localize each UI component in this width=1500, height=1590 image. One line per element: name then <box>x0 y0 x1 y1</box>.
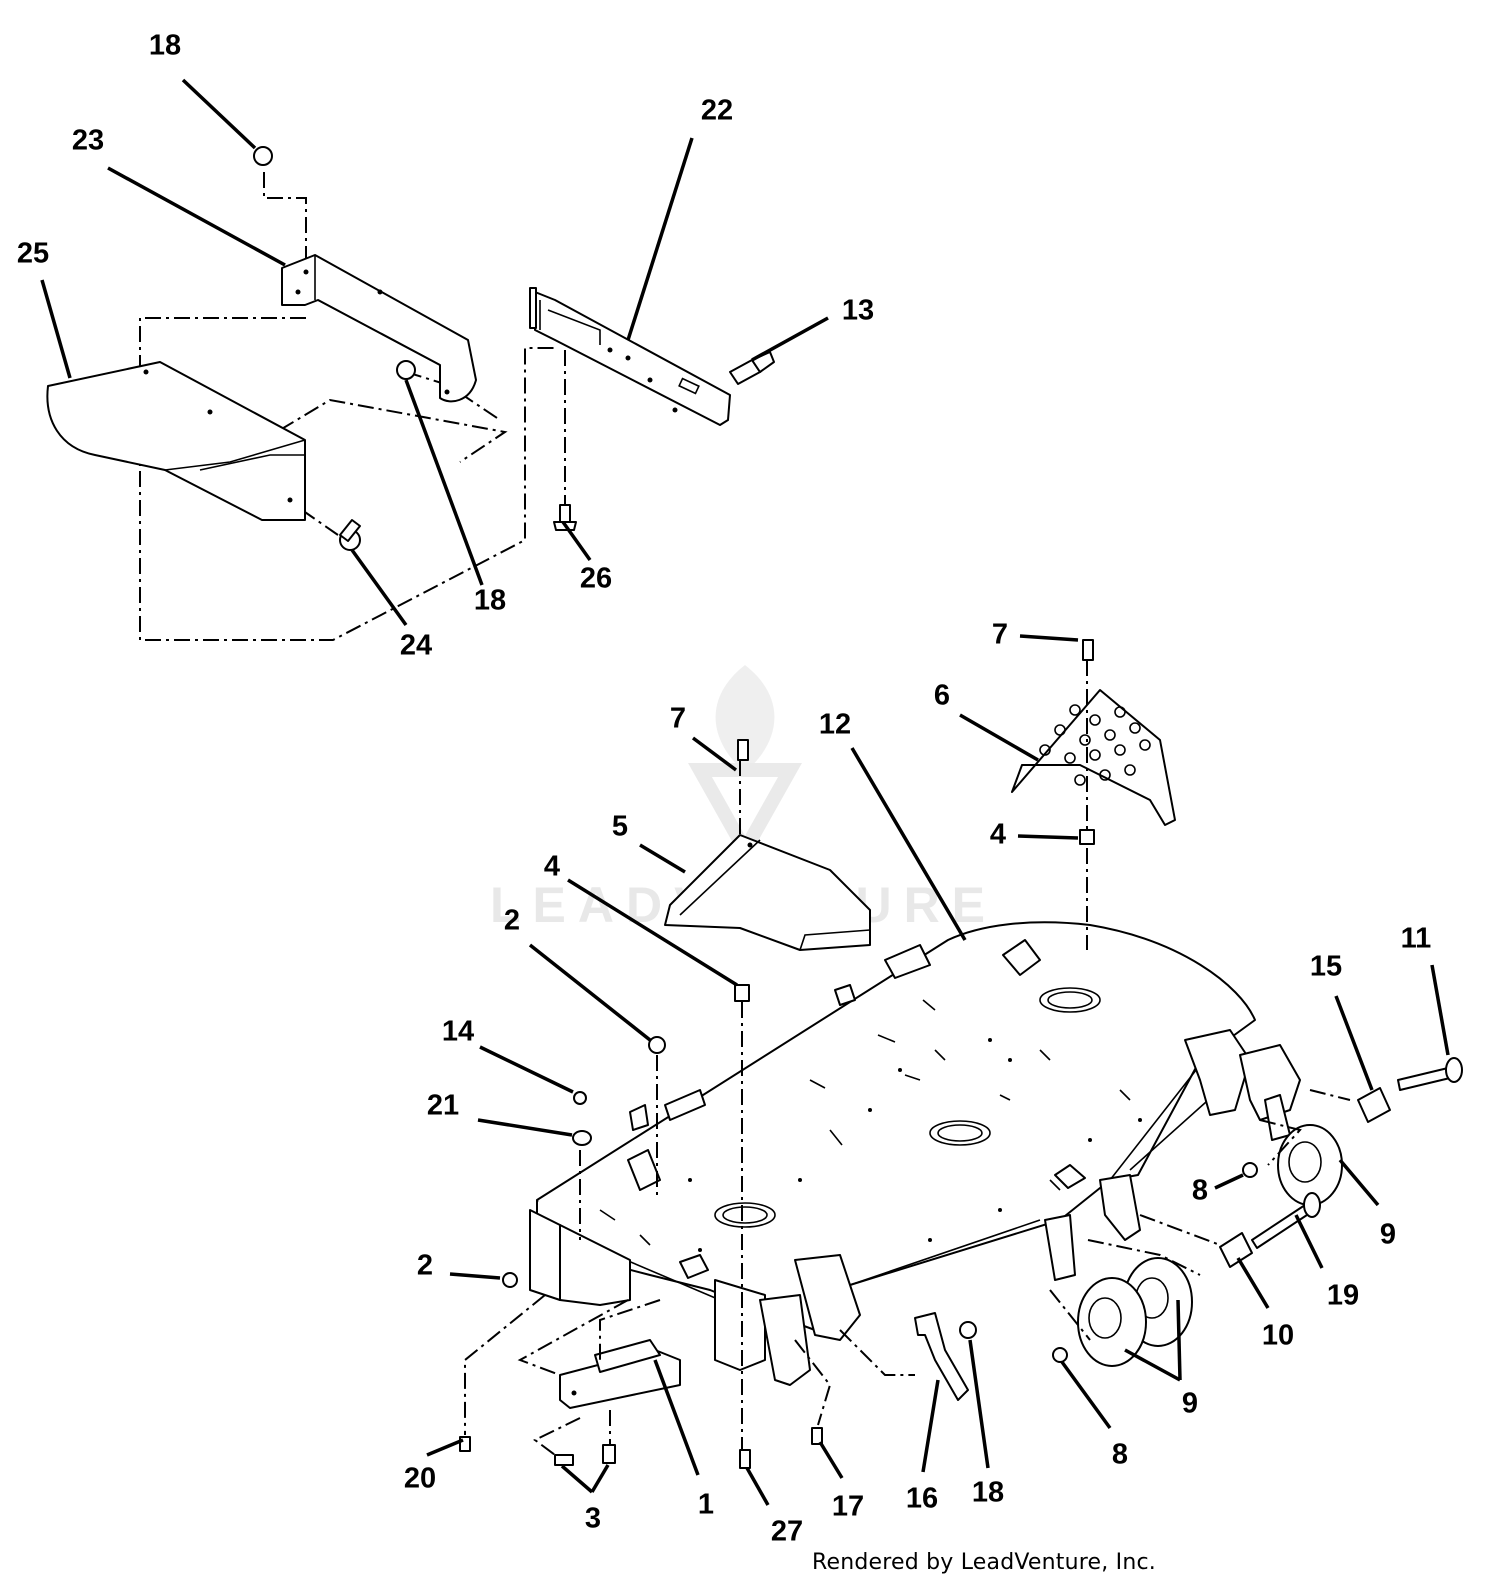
part-2-nut-side <box>502 1272 518 1288</box>
callout-13: 13 <box>842 295 874 327</box>
part-6-cover <box>1011 689 1176 826</box>
part-16-bracket <box>914 1312 969 1401</box>
part-1-skid <box>559 1339 681 1409</box>
callout-7: 7 <box>670 703 686 735</box>
callout-20: 20 <box>404 1463 436 1495</box>
callout-5: 5 <box>612 811 628 843</box>
callout-12: 12 <box>819 709 851 741</box>
part-13-bolt <box>729 351 775 385</box>
callout-8: 8 <box>1112 1439 1128 1471</box>
callout-15: 15 <box>1310 951 1342 983</box>
part-4-nut-left <box>734 984 750 1002</box>
part-18-nut-lower <box>959 1321 977 1339</box>
callout-9: 9 <box>1380 1219 1396 1251</box>
part-7-bolt-right <box>1082 639 1094 661</box>
callout-7: 7 <box>992 619 1008 651</box>
callout-27: 27 <box>771 1516 803 1548</box>
callout-18: 18 <box>972 1477 1004 1509</box>
part-8-nut-lower <box>1052 1347 1068 1363</box>
part-23-bracket <box>281 254 477 403</box>
callout-2: 2 <box>504 905 520 937</box>
part-4-nut-right <box>1079 829 1095 845</box>
callout-26: 26 <box>580 563 612 595</box>
callout-2: 2 <box>417 1250 433 1282</box>
callout-4: 4 <box>990 819 1006 851</box>
part-22-arm <box>529 287 731 426</box>
callout-25: 25 <box>17 238 49 270</box>
callout-4: 4 <box>544 851 560 883</box>
part-21-spacer <box>572 1130 592 1146</box>
part-15-spacer <box>1357 1087 1391 1123</box>
callout-23: 23 <box>72 125 104 157</box>
part-7-bolt-left <box>737 739 749 761</box>
callout-9: 9 <box>1182 1388 1198 1420</box>
part-20-bolt <box>459 1436 471 1452</box>
part-11-bolt <box>1397 1057 1463 1091</box>
callout-16: 16 <box>906 1483 938 1515</box>
callout-11: 11 <box>1401 923 1432 955</box>
callout-19: 19 <box>1327 1280 1359 1312</box>
callout-18: 18 <box>474 585 506 617</box>
part-18-nut-top <box>253 146 273 166</box>
part-27-bolt <box>739 1449 751 1469</box>
callout-18: 18 <box>149 30 181 62</box>
part-18-nut-mid <box>396 360 416 380</box>
callout-1: 1 <box>698 1489 714 1521</box>
part-10-spacer <box>1219 1232 1253 1268</box>
part-bracket-front <box>714 1254 861 1386</box>
render-credit: Rendered by LeadVenture, Inc. <box>812 1550 1156 1575</box>
leader-lines <box>40 78 1450 1506</box>
part-24-bolt <box>339 519 361 551</box>
part-3-bolts <box>554 1444 616 1466</box>
callout-10: 10 <box>1262 1320 1294 1352</box>
callout-3: 3 <box>585 1503 601 1535</box>
callout-17: 17 <box>832 1491 864 1523</box>
callout-22: 22 <box>701 95 733 127</box>
callout-24: 24 <box>400 630 432 662</box>
part-2-nut-top <box>648 1036 666 1054</box>
part-14-nut <box>573 1091 587 1105</box>
part-bracket-front-left <box>529 1209 631 1306</box>
callout-21: 21 <box>427 1090 459 1122</box>
callout-labels: 18 23 25 22 13 18 26 24 7 6 7 12 5 4 4 2… <box>17 30 1431 1548</box>
part-5-cover <box>664 834 871 951</box>
callout-8: 8 <box>1192 1175 1208 1207</box>
part-17-bolt <box>811 1427 823 1445</box>
part-bracket-right <box>1044 1029 1301 1281</box>
callout-6: 6 <box>934 680 950 712</box>
callout-14: 14 <box>442 1016 474 1048</box>
part-25-deflector <box>46 361 306 521</box>
part-8-nut-upper <box>1242 1162 1258 1178</box>
